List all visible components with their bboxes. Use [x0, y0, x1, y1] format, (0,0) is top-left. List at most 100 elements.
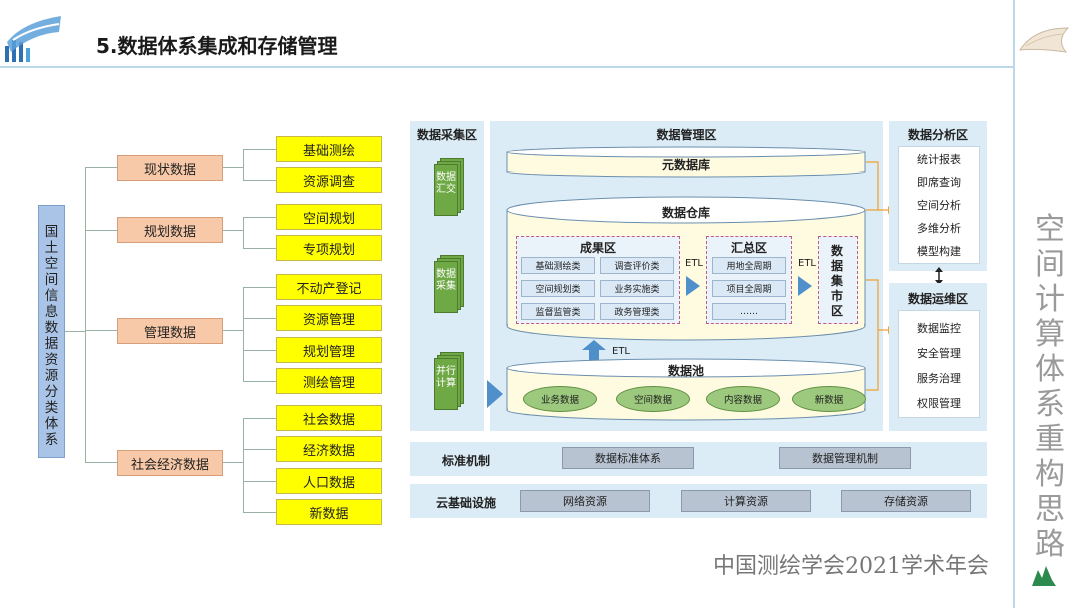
cloud-bar-title: 云基础设施	[435, 496, 496, 510]
etl-label: ETL	[798, 258, 816, 269]
stack-parallel: 并行计算	[434, 352, 464, 410]
analysis-item: 模型构建	[917, 245, 961, 258]
side-title: 空间计算体系重构思路	[1035, 212, 1065, 562]
pool-item: 内容数据	[706, 386, 780, 412]
summary-item: ……	[712, 303, 786, 320]
header-divider	[0, 66, 1015, 68]
result-item: 政务管理类	[600, 303, 674, 320]
connector	[243, 449, 276, 450]
connector	[243, 512, 276, 513]
pool-item: 空间数据	[616, 386, 690, 412]
leaf-item: 人口数据	[276, 468, 382, 494]
pool-item: 业务数据	[523, 386, 597, 412]
leaf-item: 资源调查	[276, 167, 382, 193]
cloud-item: 计算资源	[681, 490, 811, 512]
connector	[223, 330, 243, 331]
stack-collect: 数据采集	[434, 255, 464, 313]
leaf-item: 社会数据	[276, 405, 382, 431]
result-item: 基础测绘类	[521, 257, 595, 274]
summary-item: 项目全周期	[712, 280, 786, 297]
category-socioeconomic: 社会经济数据	[117, 450, 223, 476]
standard-item: 数据标准体系	[562, 447, 694, 469]
connector	[243, 418, 244, 512]
tree-root: 国土空间信息数据资源分类体系	[38, 205, 65, 458]
etl-label: ETL	[612, 346, 630, 357]
connector	[223, 230, 243, 231]
connector	[243, 149, 244, 180]
connector	[243, 418, 276, 419]
connector	[243, 248, 276, 249]
manage-zone-title: 数据管理区	[656, 128, 717, 142]
analysis-item: 多维分析	[917, 222, 961, 235]
ops-item: 数据监控	[917, 322, 961, 335]
leaf-item: 经济数据	[276, 436, 382, 462]
scroll-decoration-icon	[1016, 22, 1074, 58]
results-area-title: 成果区	[579, 241, 616, 255]
leaf-item: 测绘管理	[276, 368, 382, 394]
cloud-item: 存储资源	[841, 490, 971, 512]
result-item: 业务实施类	[600, 280, 674, 297]
connector	[243, 180, 276, 181]
result-item: 调查评价类	[600, 257, 674, 274]
analysis-item: 空间分析	[917, 199, 961, 212]
footer-text: 中国测绘学会2021学术年会	[713, 554, 989, 579]
connector	[85, 167, 86, 462]
data-pool-label: 数据池	[667, 364, 704, 378]
logo-icon	[3, 12, 65, 64]
connector	[223, 462, 243, 463]
pool-item: 新数据	[792, 386, 866, 412]
leaf-item: 资源管理	[276, 305, 382, 331]
right-divider	[1013, 0, 1015, 608]
connector	[243, 381, 276, 382]
double-arrow-icon	[933, 267, 945, 285]
connector	[85, 462, 117, 463]
connector	[243, 350, 276, 351]
right-arrow-icon	[686, 276, 700, 296]
leaf-item: 不动产登记	[276, 274, 382, 300]
summary-area-title: 汇总区	[730, 241, 767, 255]
connector	[243, 287, 244, 381]
ops-item: 权限管理	[917, 397, 961, 410]
right-arrow-icon	[798, 276, 812, 296]
connector	[85, 230, 117, 231]
leaf-item: 空间规划	[276, 204, 382, 230]
etl-label: ETL	[685, 258, 703, 269]
page-title: 5.数据体系集成和存储管理	[96, 34, 338, 58]
footer-decoration-icon	[1030, 564, 1058, 588]
cloud-item: 网络资源	[520, 490, 650, 512]
result-item: 空间规划类	[521, 280, 595, 297]
ops-item: 安全管理	[917, 347, 961, 360]
leaf-item: 新数据	[276, 499, 382, 525]
leaf-item: 基础测绘	[276, 136, 382, 162]
category-management: 管理数据	[117, 318, 223, 344]
summary-item: 用地全周期	[712, 257, 786, 274]
connector	[243, 149, 276, 150]
standard-item: 数据管理机制	[779, 447, 911, 469]
connector	[243, 318, 276, 319]
ops-item: 服务治理	[917, 372, 961, 385]
connector	[223, 167, 243, 168]
warehouse-label: 数据仓库	[661, 206, 710, 220]
metadata-db-label: 元数据库	[661, 158, 710, 172]
result-item: 监督监管类	[521, 303, 595, 320]
category-planning: 规划数据	[117, 217, 223, 243]
standard-bar-title: 标准机制	[441, 454, 490, 468]
up-arrow-icon	[582, 340, 606, 360]
right-arrow-icon	[487, 380, 503, 408]
leaf-item: 专项规划	[276, 235, 382, 261]
analysis-zone-title: 数据分析区	[907, 128, 968, 142]
connector	[243, 481, 276, 482]
category-current: 现状数据	[117, 155, 223, 181]
connector	[85, 330, 117, 331]
collect-zone-title: 数据采集区	[416, 128, 477, 142]
connector	[243, 217, 276, 218]
stack-aggregate: 数据汇交	[434, 158, 464, 216]
analysis-list	[898, 146, 980, 264]
connector	[85, 167, 117, 168]
data-mart	[818, 236, 858, 324]
connector	[243, 217, 244, 248]
ops-list	[898, 310, 980, 418]
data-mart-label: 数据集市区	[830, 244, 843, 318]
metadata-db	[506, 146, 866, 178]
analysis-item: 即席查询	[917, 176, 961, 189]
